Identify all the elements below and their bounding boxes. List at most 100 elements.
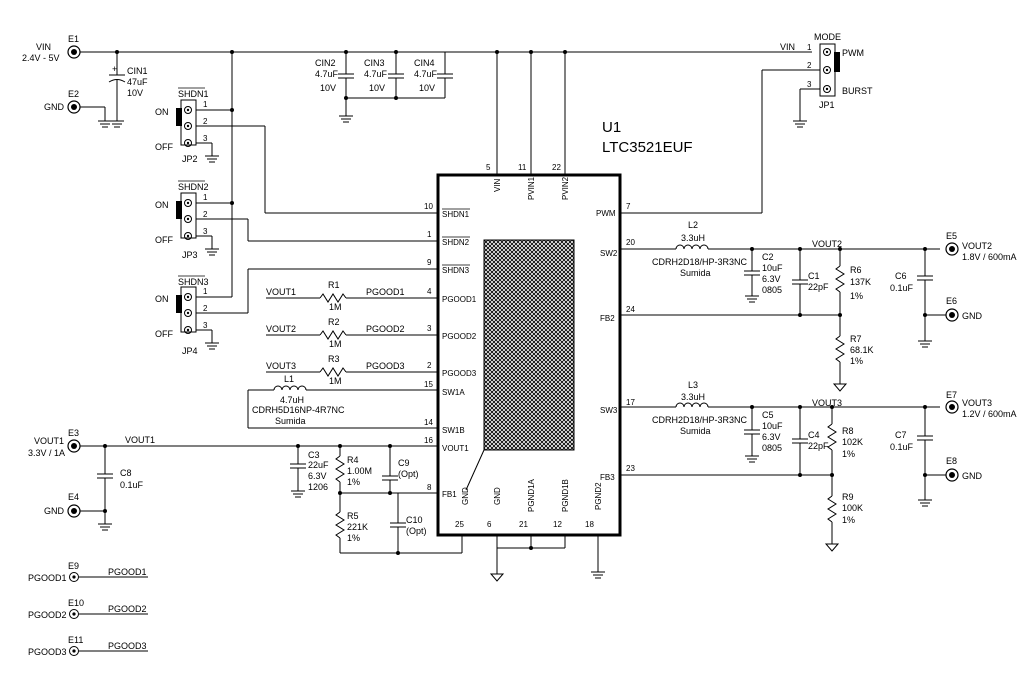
c6-ref: C6 — [895, 271, 907, 281]
e7-ref: E7 — [946, 390, 957, 400]
pin-name: SW3 — [600, 406, 618, 415]
pin-num: 22 — [552, 163, 561, 172]
terminal-e4[interactable]: E4 GND — [44, 492, 113, 531]
cin1-ref: CIN1 — [127, 66, 148, 76]
e5-spec: 1.8V / 600mA — [962, 252, 1017, 262]
c5-pkg: 0805 — [762, 443, 782, 453]
pin-name: PGND1A — [527, 478, 536, 512]
terminal-e1[interactable]: E1 VIN 2.4V - 5V — [22, 34, 81, 63]
e3-ref: E3 — [68, 428, 79, 438]
e8-ref: E8 — [946, 456, 957, 466]
l3-ref: L3 — [688, 380, 698, 390]
cin3-rating: 10V — [369, 83, 385, 93]
svg-text:3: 3 — [203, 227, 208, 236]
svg-text:+: + — [112, 64, 117, 74]
pin-name: PVIN2 — [561, 176, 570, 200]
svg-text:2: 2 — [807, 61, 812, 70]
terminal-e5[interactable]: E5 VOUT2 1.8V / 600mA — [945, 231, 1017, 262]
pin-num: 21 — [519, 520, 528, 529]
svg-text:2: 2 — [203, 304, 208, 313]
jumper-jp2[interactable]: 1 2 3 SHDN1 ON OFF JP2 — [155, 87, 438, 214]
terminal-e9[interactable]: E9 PGOOD1 PGOOD1 — [28, 561, 148, 583]
jumper-jp4[interactable]: 1 2 3 SHDN3 ON OFF JP4 — [155, 268, 438, 356]
cin4-value: 4.7uF — [414, 69, 438, 79]
svg-text:3: 3 — [203, 321, 208, 330]
pin-name: SW1A — [442, 388, 465, 397]
terminal-e3[interactable]: E3 VOUT1 3.3V / 1A — [28, 428, 81, 458]
c1-value: 22pF — [808, 282, 829, 292]
pin-name: FB1 — [442, 490, 457, 499]
svg-text:VOUT2: VOUT2 — [266, 324, 296, 334]
r8-value: 102K — [842, 437, 863, 447]
pin-name: VIN — [493, 178, 502, 192]
e4-name: GND — [44, 506, 65, 516]
jumper-jp1[interactable]: 1 2 3 MODE PWM BURST JP1 — [620, 32, 873, 214]
l1-value: 4.7uH — [280, 395, 304, 405]
vout3-section: L3 3.3uH CDRH2D18/HP-3R3NC Sumida VOUT3 … — [620, 380, 946, 552]
net-label-vout3: VOUT3 — [812, 398, 842, 408]
pin-name: GND — [493, 487, 502, 505]
terminal-e10[interactable]: E10 PGOOD2 PGOOD2 — [28, 598, 148, 620]
c10-value: (Opt) — [406, 526, 427, 536]
e9-name: PGOOD1 — [28, 573, 67, 583]
terminal-e7[interactable]: E7 VOUT3 1.2V / 600mA — [945, 390, 1017, 419]
c2-rating: 6.3V — [762, 274, 781, 284]
c10-ref: C10 — [406, 515, 423, 525]
e3-spec: 3.3V / 1A — [28, 448, 65, 458]
terminal-e8[interactable]: E8 GND — [945, 456, 983, 482]
jp1-opt2: BURST — [842, 86, 873, 96]
l2-maker: Sumida — [680, 268, 711, 278]
r6-value: 137K — [850, 277, 871, 287]
e2-name: GND — [44, 102, 65, 112]
e9-ref: E9 — [68, 561, 79, 571]
pin-num: 16 — [424, 436, 433, 445]
pin-num: 2 — [427, 361, 432, 370]
svg-text:1: 1 — [203, 100, 208, 109]
svg-text:PGOOD2: PGOOD2 — [366, 324, 405, 334]
c9-ref: C9 — [398, 458, 410, 468]
pin-name: PGOOD3 — [442, 369, 477, 378]
l3-part: CDRH2D18/HP-3R3NC — [652, 415, 748, 425]
e1-range: 2.4V - 5V — [22, 53, 60, 63]
pin-name: PGOOD2 — [442, 332, 477, 341]
vout2-section: L2 3.3uH CDRH2D18/HP-3R3NC Sumida VOUT2 … — [620, 220, 946, 392]
c3-value: 22uF — [308, 460, 329, 470]
e3-name: VOUT1 — [34, 436, 64, 446]
c6-value: 0.1uF — [890, 283, 914, 293]
svg-text:1: 1 — [807, 43, 812, 52]
jp4-on: ON — [155, 294, 169, 304]
pin-name: PGND2 — [594, 482, 603, 510]
terminal-e6[interactable]: E6 GND — [945, 296, 983, 322]
pin-num: 14 — [424, 418, 433, 427]
e11-name: PGOOD3 — [28, 647, 67, 657]
pin-name: SW1B — [442, 426, 465, 435]
pin-num: 15 — [424, 380, 433, 389]
pin-num: 9 — [427, 258, 432, 267]
cin3-ref: CIN3 — [364, 58, 385, 68]
l1-ref: L1 — [284, 374, 294, 384]
inductor-l1: L1 4.7uH CDRH5D16NP-4R7NC Sumida — [247, 374, 438, 429]
pin-num: 7 — [626, 202, 631, 211]
svg-text:PGOOD1: PGOOD1 — [366, 287, 405, 297]
jp3-title: SHDN2 — [178, 182, 209, 192]
jp3-off: OFF — [155, 235, 173, 245]
e1-name: VIN — [36, 42, 51, 52]
jp2-ref: JP2 — [182, 154, 198, 164]
pin-num: 10 — [424, 202, 433, 211]
e4-ref: E4 — [68, 492, 79, 502]
terminal-e2[interactable]: E2 GND — [44, 89, 113, 128]
r8-tol: 1% — [842, 449, 855, 459]
net-label-pgood3: PGOOD3 — [108, 641, 147, 651]
svg-text:2: 2 — [203, 117, 208, 126]
terminal-e11[interactable]: E11 PGOOD3 PGOOD3 — [28, 635, 148, 657]
jumper-jp3[interactable]: 1 2 3 SHDN2 ON OFF JP3 — [155, 180, 438, 260]
net-label-pgood1: PGOOD1 — [108, 567, 147, 577]
pin-name: PGND1B — [561, 479, 570, 512]
pin-num: 23 — [626, 464, 635, 473]
net-label-pgood2: PGOOD2 — [108, 604, 147, 614]
pgood-resistors: VOUT1 R1 1M PGOOD1 VOUT2 R2 1M PGOOD2 VO… — [266, 280, 438, 386]
pin-name: SHDN3 — [442, 266, 470, 275]
pin-num: 20 — [626, 238, 635, 247]
e8-name: GND — [962, 471, 983, 481]
